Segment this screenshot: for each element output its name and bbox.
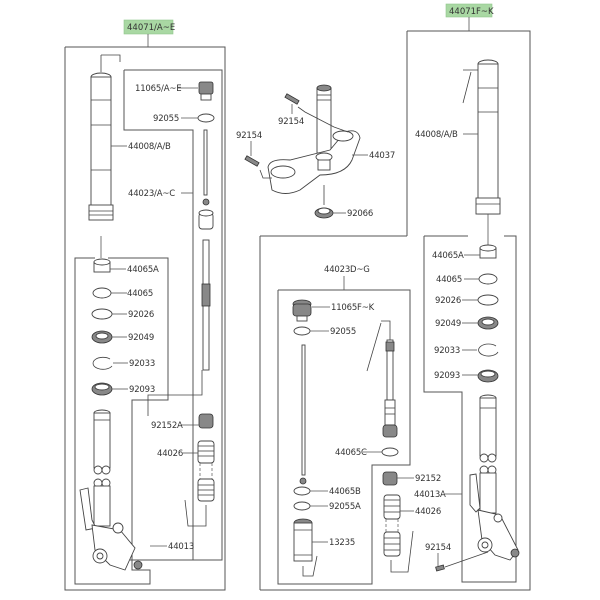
left-fork-assembly: 44071/A~E 44008/A/B 11065/A~E — [64, 19, 226, 591]
part-label-92055[interactable]: 92055 — [153, 114, 179, 124]
cartridge-part-label-92152[interactable]: 92152 — [415, 474, 441, 484]
cartridge-tag[interactable]: 44023D~G — [324, 265, 370, 275]
cartridge-bushing-44065C-part[interactable] — [381, 447, 399, 457]
right-bushing-44065-part[interactable] — [478, 273, 498, 285]
right-part-label-44065[interactable]: 44065 — [436, 275, 462, 285]
left-fork-tag[interactable]: 44071/A~E — [127, 23, 175, 33]
cartridge-part-label-44026[interactable]: 44026 — [415, 507, 441, 517]
right-part-label-92026[interactable]: 92026 — [435, 296, 461, 306]
right-part-label-44065A[interactable]: 44065A — [432, 251, 464, 261]
bolt-92154-upper-part[interactable] — [284, 93, 300, 105]
part-label-92066[interactable]: 92066 — [347, 209, 373, 219]
steering-stem-assembly: 92154 92154 44037 92066 — [236, 84, 395, 219]
steering-stem-part[interactable] — [267, 84, 361, 194]
part-label-44013[interactable]: 44013 — [168, 542, 194, 552]
cartridge-assembly: 44023D~G 11065F~K 92055 44065C — [277, 265, 441, 585]
cartridge-part-label-92055A[interactable]: 92055A — [329, 502, 361, 512]
part-label-92033[interactable]: 92033 — [129, 359, 155, 369]
cartridge-damper-part[interactable] — [382, 339, 398, 438]
part-label-92154-lower[interactable]: 92154 — [236, 131, 262, 141]
outer-tube-part[interactable] — [88, 72, 114, 221]
right-part-label-44008[interactable]: 44008/A/B — [415, 130, 458, 140]
spring-44026-part[interactable] — [197, 440, 215, 502]
part-label-44026[interactable]: 44026 — [157, 449, 183, 459]
bushing-44065A-part[interactable] — [93, 258, 111, 273]
right-bolt-92154-part[interactable] — [435, 564, 445, 572]
right-part-label-92033[interactable]: 92033 — [434, 346, 460, 356]
right-outer-tube-part[interactable] — [475, 59, 501, 215]
part-label-44065[interactable]: 44065 — [127, 289, 153, 299]
right-part-label-92093[interactable]: 92093 — [434, 371, 460, 381]
right-fork-tag[interactable]: 44071F~K — [449, 7, 494, 17]
damper-rod-part[interactable] — [203, 129, 208, 196]
circlip-92033-part[interactable] — [92, 356, 113, 370]
part-label-92049[interactable]: 92049 — [128, 333, 154, 343]
inner-tube-part[interactable] — [79, 409, 143, 571]
right-inner-tube-part[interactable] — [469, 394, 520, 561]
cartridge-part-label-44065C[interactable]: 44065C — [335, 448, 367, 458]
right-washer-92026-part[interactable] — [477, 294, 499, 306]
left-fork-frame — [64, 46, 226, 591]
part-label-92026[interactable]: 92026 — [128, 310, 154, 320]
bolt-92154-lower-part[interactable] — [244, 155, 260, 167]
part-label-44023[interactable]: 44023/A~C — [128, 189, 175, 199]
cartridge-spring-44026-part[interactable] — [383, 494, 401, 557]
cartridge-part-label-92055[interactable]: 92055 — [330, 327, 356, 337]
cartridge-tube-13235-part[interactable] — [293, 518, 313, 562]
bushing-44065-part[interactable] — [92, 287, 112, 299]
part-label-92093[interactable]: 92093 — [129, 385, 155, 395]
right-circlip-92033-part[interactable] — [478, 343, 499, 357]
part-label-44008[interactable]: 44008/A/B — [128, 142, 171, 152]
right-fork-assembly: 44071F~K 44008/A/B 44065A — [259, 3, 531, 591]
cartridge-part-label-11065[interactable]: 11065F~K — [331, 303, 375, 313]
cartridge-frame — [277, 289, 411, 585]
nut-92152A-part[interactable] — [198, 413, 214, 429]
washer-92026-part[interactable] — [91, 308, 113, 320]
part-label-92154-upper[interactable]: 92154 — [278, 117, 304, 127]
cap-bolt-part[interactable] — [198, 81, 214, 101]
cartridge-part-label-44065B[interactable]: 44065B — [329, 487, 361, 497]
right-part-label-92154[interactable]: 92154 — [425, 543, 451, 553]
cartridge-o-ring-92055-part[interactable] — [293, 326, 311, 336]
part-label-44065A[interactable]: 44065A — [127, 265, 159, 275]
right-part-label-92049[interactable]: 92049 — [435, 319, 461, 329]
cartridge-o-ring-92055A-part[interactable] — [293, 501, 311, 511]
right-part-label-44013A[interactable]: 44013A — [414, 490, 446, 500]
cartridge-part-label-13235[interactable]: 13235 — [329, 538, 355, 548]
part-label-92152A[interactable]: 92152A — [151, 421, 183, 431]
left-fork-tag-badge[interactable] — [123, 19, 174, 35]
part-label-44037[interactable]: 44037 — [369, 151, 395, 161]
part-label-11065[interactable]: 11065/A~E — [135, 84, 182, 94]
cartridge-o-ring-44065B-part[interactable] — [293, 486, 311, 496]
cartridge-rod-part[interactable] — [301, 344, 306, 476]
cartridge-nut-92152-part[interactable] — [382, 471, 398, 486]
o-ring-part[interactable] — [197, 113, 215, 123]
left-cartridge-frame — [124, 69, 223, 561]
right-bushing-44065A-part[interactable] — [479, 244, 497, 259]
cartridge-cap-bolt-part[interactable] — [292, 299, 312, 322]
